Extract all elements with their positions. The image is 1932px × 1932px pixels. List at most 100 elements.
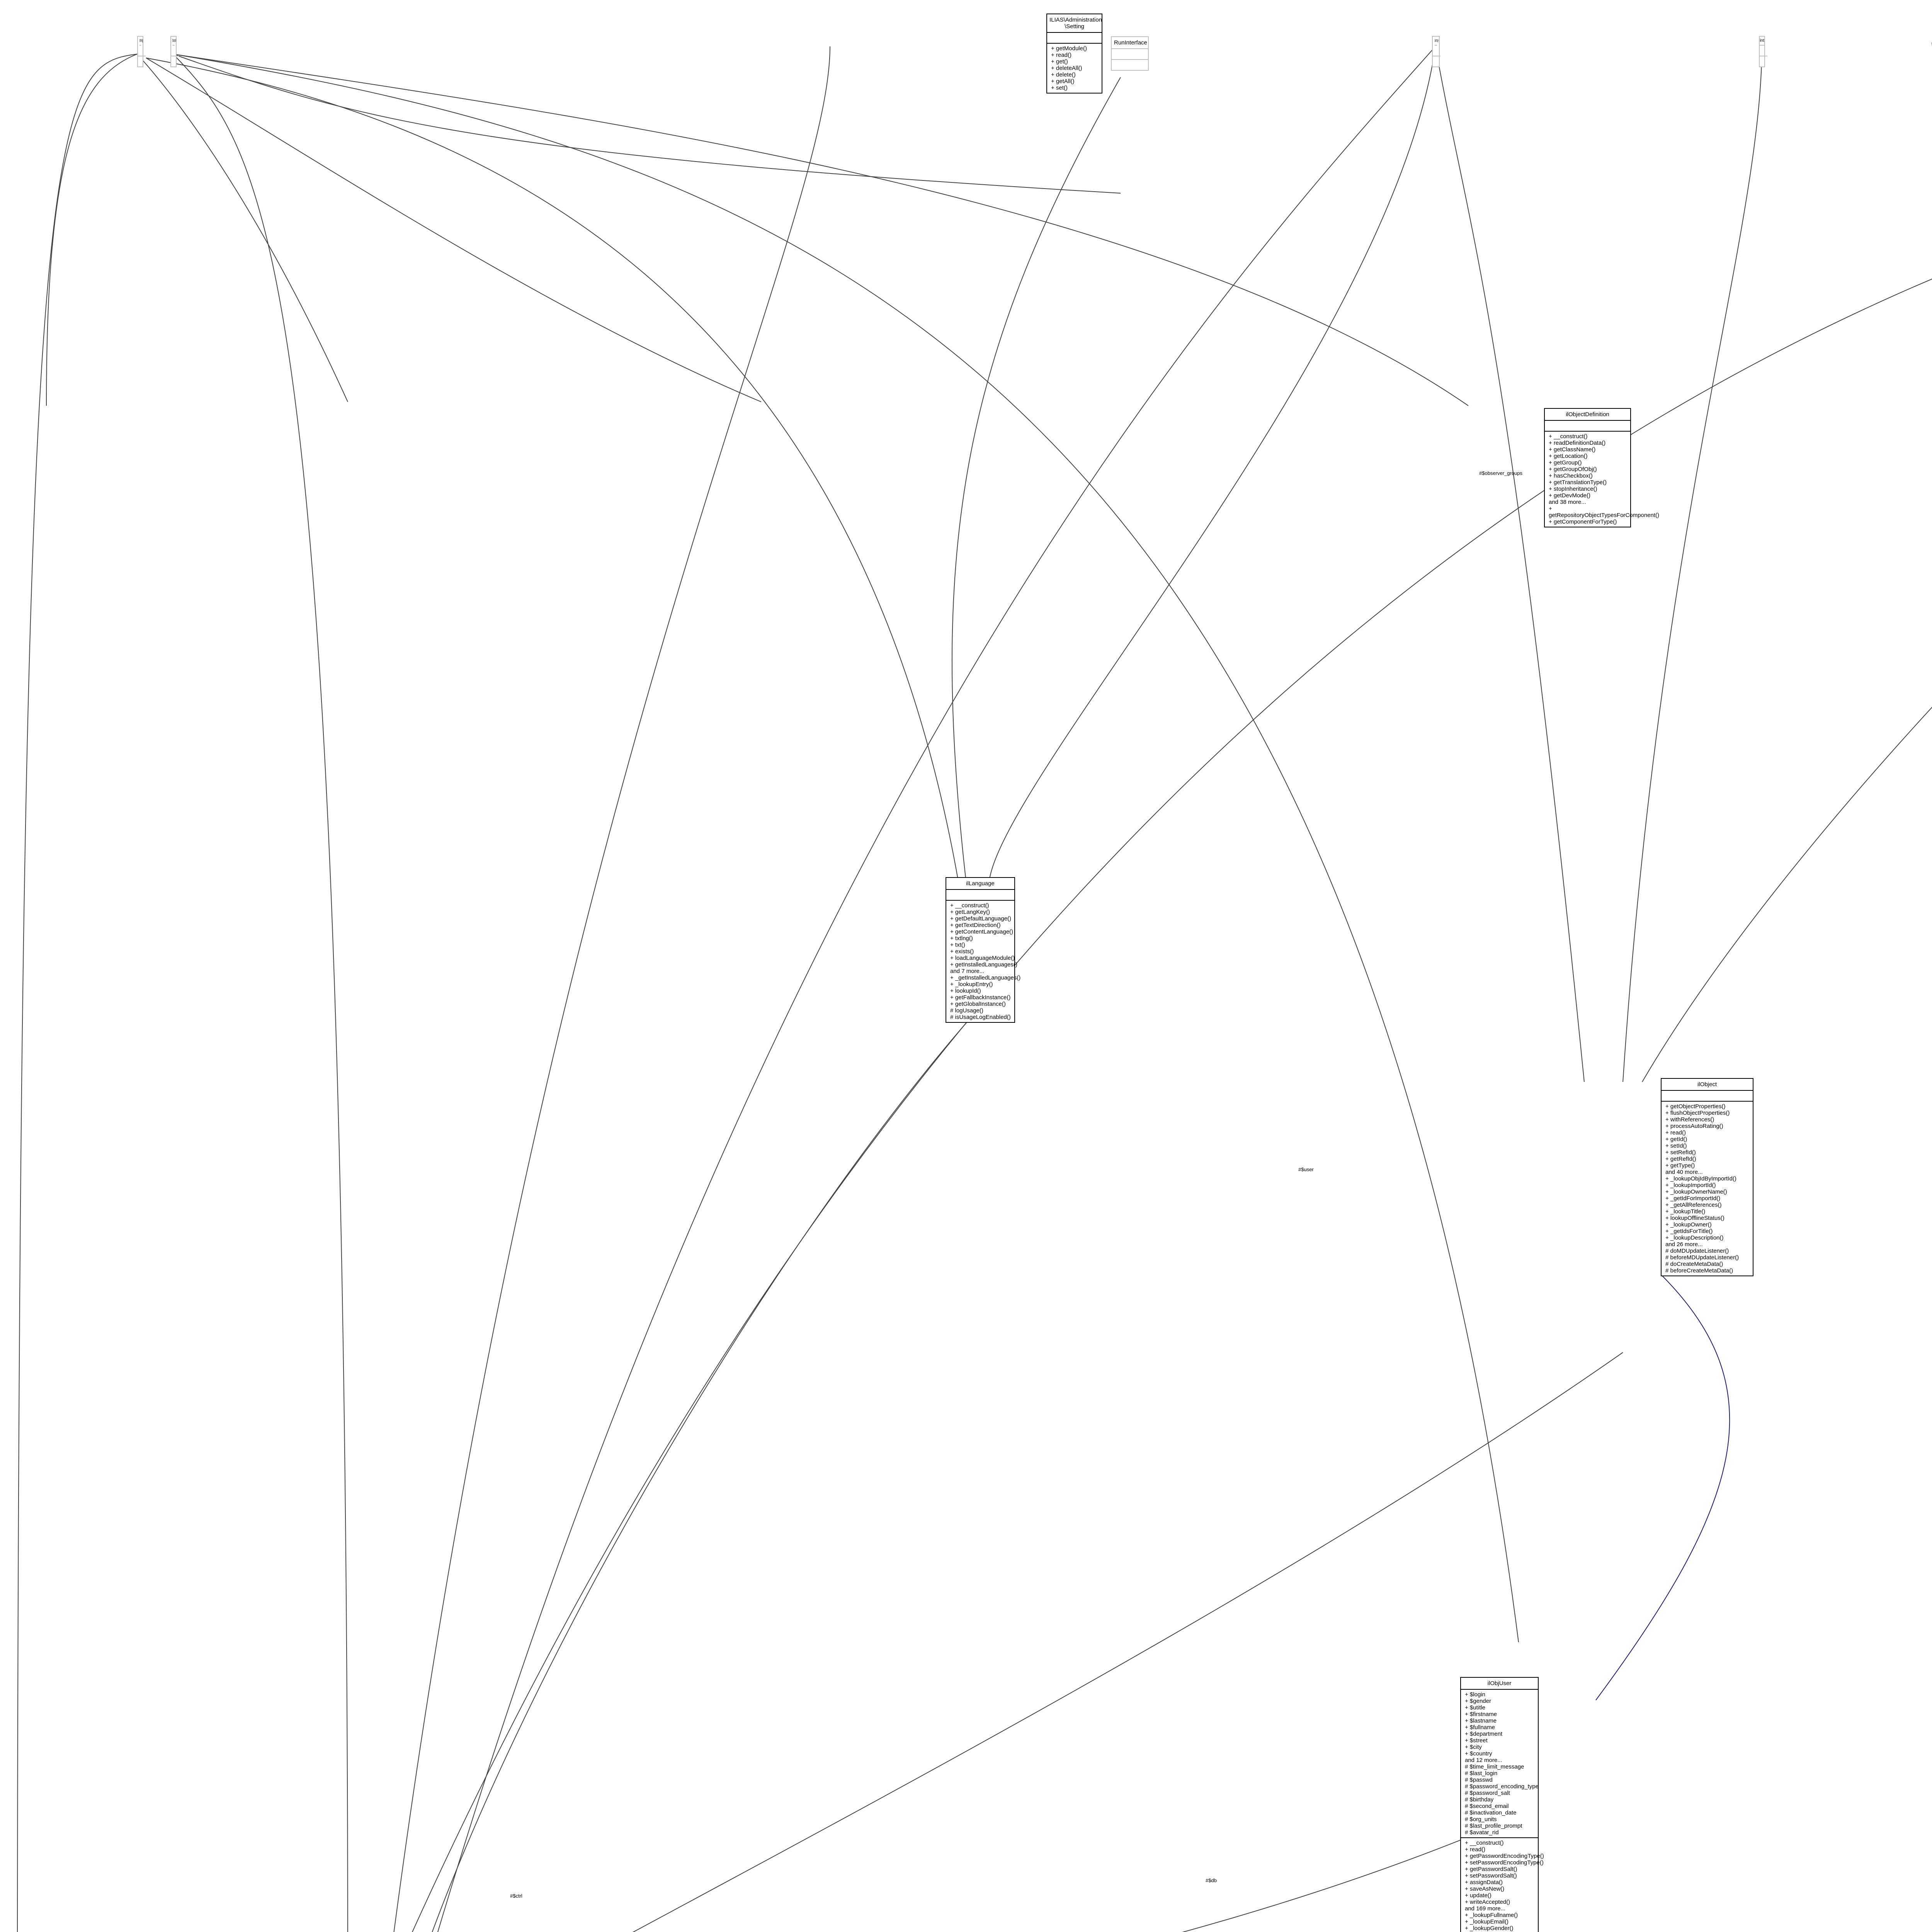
- operation: + txtlng(): [950, 935, 973, 942]
- operation: + withReferences(): [1665, 1116, 1714, 1123]
- operation: + getTextDirection(): [950, 922, 1001, 929]
- attribute: and 12 more...: [1465, 1757, 1502, 1764]
- type-node-string[interactable]: string: [137, 36, 146, 67]
- operation: + read(): [1051, 52, 1071, 58]
- operation: # doMDUpdateListener(): [1665, 1248, 1729, 1254]
- operation: + getComponentForType(): [1549, 519, 1617, 525]
- node-operations: [171, 56, 179, 66]
- type-node-int[interactable]: int: [1759, 36, 1767, 67]
- attribute: + $city: [1465, 1744, 1482, 1750]
- operation: + delete(): [1051, 71, 1076, 78]
- edge-label-ctrl: #$ctrl: [510, 1893, 522, 1899]
- node-operations: + getObjectProperties() + flushObjectPro…: [1662, 1102, 1753, 1276]
- node-operations: [1433, 56, 1440, 66]
- attribute: + $street: [1465, 1737, 1488, 1744]
- operation: + getInstalledLanguages(): [950, 961, 1017, 968]
- operation: + getAll(): [1051, 78, 1075, 85]
- attribute: # $time_limit_message: [1465, 1764, 1524, 1770]
- operation: + _lookupOwner(): [1665, 1221, 1712, 1228]
- attribute: + $fullname: [1465, 1724, 1495, 1731]
- node-operations: + __construct() + read() + getPasswordEn…: [1461, 1838, 1544, 1932]
- operation: + _lookupObjIdByImportId(): [1665, 1175, 1736, 1182]
- operation: + _getIdsForTitle(): [1665, 1228, 1713, 1235]
- node-title: RunInterface: [1112, 37, 1148, 49]
- class-node-runinterface[interactable]: RunInterface: [1111, 36, 1149, 71]
- operation: + _lookupEntry(): [950, 981, 993, 988]
- operation: + getGlobalInstance(): [950, 1001, 1006, 1007]
- operation: + processAutoRating(): [1665, 1123, 1723, 1129]
- operation: + update(): [1465, 1892, 1492, 1899]
- attribute: # $password_encoding_type: [1465, 1783, 1539, 1790]
- attribute: + $utitle: [1465, 1704, 1485, 1711]
- operation: + saveAsNew(): [1465, 1886, 1505, 1892]
- node-attributes: [171, 46, 179, 56]
- operation: + getId(): [1665, 1136, 1687, 1143]
- operation: + getDefaultLanguage(): [950, 915, 1012, 922]
- operation: and 38 more...: [1549, 499, 1586, 505]
- operation: + getObjectProperties(): [1665, 1103, 1726, 1110]
- operation: + __construct(): [950, 902, 989, 909]
- class-node-ilobjectdefinition[interactable]: ilObjectDefinition + __construct() + rea…: [1544, 408, 1659, 527]
- attribute: # $avatar_rid: [1465, 1829, 1499, 1836]
- operation: + writeAccepted(): [1465, 1899, 1510, 1905]
- node-attributes: [1760, 46, 1767, 56]
- operation: + getLocation(): [1549, 453, 1588, 459]
- operation: + setPasswordSalt(): [1465, 1872, 1517, 1879]
- operation: + readDefinitionData(): [1549, 440, 1606, 446]
- class-node-illanguage[interactable]: ilLanguage + __construct() + getLangKey(…: [946, 877, 1020, 1023]
- operation: and 169 more...: [1465, 1905, 1506, 1912]
- attribute: # $last_profile_prompt: [1465, 1823, 1522, 1829]
- operation: # logUsage(): [950, 1007, 983, 1014]
- operation: # isUsageLogEnabled(): [950, 1014, 1011, 1020]
- class-node-ilobject[interactable]: ilObject + getObjectProperties() + flush…: [1661, 1078, 1753, 1276]
- operation: + getGroup(): [1549, 459, 1582, 466]
- operation: + loadLanguageModule(): [950, 955, 1015, 961]
- operation: + stopInheritance(): [1549, 486, 1597, 492]
- operation: + _lookupEmail(): [1465, 1918, 1509, 1925]
- node-attributes: [1112, 49, 1148, 60]
- class-node-ilobjuser[interactable]: ilObjUser + $login + $gender + $utitle +…: [1460, 1677, 1544, 1932]
- type-node-array[interactable]: array: [1432, 36, 1440, 67]
- operation: # beforeCreateMetaData(): [1665, 1267, 1733, 1274]
- node-attributes: [1662, 1091, 1753, 1102]
- attribute: # $last_login: [1465, 1770, 1498, 1777]
- operation: + _getIdForImportId(): [1665, 1195, 1721, 1202]
- operation: + hasCheckbox(): [1549, 473, 1593, 479]
- operation: + getDevMode(): [1549, 492, 1590, 499]
- operation: + setId(): [1665, 1143, 1687, 1149]
- node-title: ILIAS\Administration \Setting: [1047, 14, 1102, 33]
- node-title: string: [139, 37, 143, 46]
- operation: + __construct(): [1549, 433, 1588, 440]
- operation: + _lookupFullname(): [1465, 1912, 1518, 1918]
- operation: and 40 more...: [1665, 1169, 1703, 1175]
- attribute: + $lastname: [1465, 1718, 1497, 1724]
- attribute: # $password_salt: [1465, 1790, 1510, 1796]
- operation: + txt(): [950, 942, 965, 948]
- operation: + _getAllReferences(): [1665, 1202, 1722, 1208]
- class-node-setting[interactable]: ILIAS\Administration \Setting + getModul…: [1046, 14, 1102, 94]
- node-title: bool: [172, 37, 176, 46]
- operation: + getClassName(): [1549, 446, 1596, 453]
- node-title: ilLanguage: [946, 878, 1014, 890]
- attribute: # $birthday: [1465, 1796, 1494, 1803]
- operation: + setPasswordEncodingType(): [1465, 1859, 1544, 1866]
- attribute: + $firstname: [1465, 1711, 1497, 1718]
- type-node-bool[interactable]: bool: [170, 36, 179, 67]
- operation: + lookupOfflineStatus(): [1665, 1215, 1725, 1221]
- node-attributes: [1433, 46, 1440, 56]
- operation: + __construct(): [1465, 1840, 1504, 1846]
- node-operations: + getModule() + read() + get() + deleteA…: [1047, 44, 1102, 93]
- attribute: # $org_units: [1465, 1816, 1497, 1823]
- operation: and 26 more...: [1665, 1241, 1703, 1248]
- node-attributes: [1047, 33, 1102, 44]
- node-operations: + __construct() + getLangKey() + getDefa…: [946, 901, 1020, 1022]
- operation: # beforeMDUpdateListener(): [1665, 1254, 1739, 1261]
- edge-label-db: #$db: [1206, 1878, 1217, 1883]
- node-title: array: [1434, 37, 1439, 46]
- operation: and 7 more...: [950, 968, 985, 975]
- operation: + _lookupDescription(): [1665, 1235, 1724, 1241]
- node-operations: [1112, 60, 1148, 70]
- operation: + _lookupOwnerName(): [1665, 1189, 1727, 1195]
- operation: + getPasswordEncodingType(): [1465, 1853, 1544, 1859]
- attribute: # $inactivation_date: [1465, 1810, 1517, 1816]
